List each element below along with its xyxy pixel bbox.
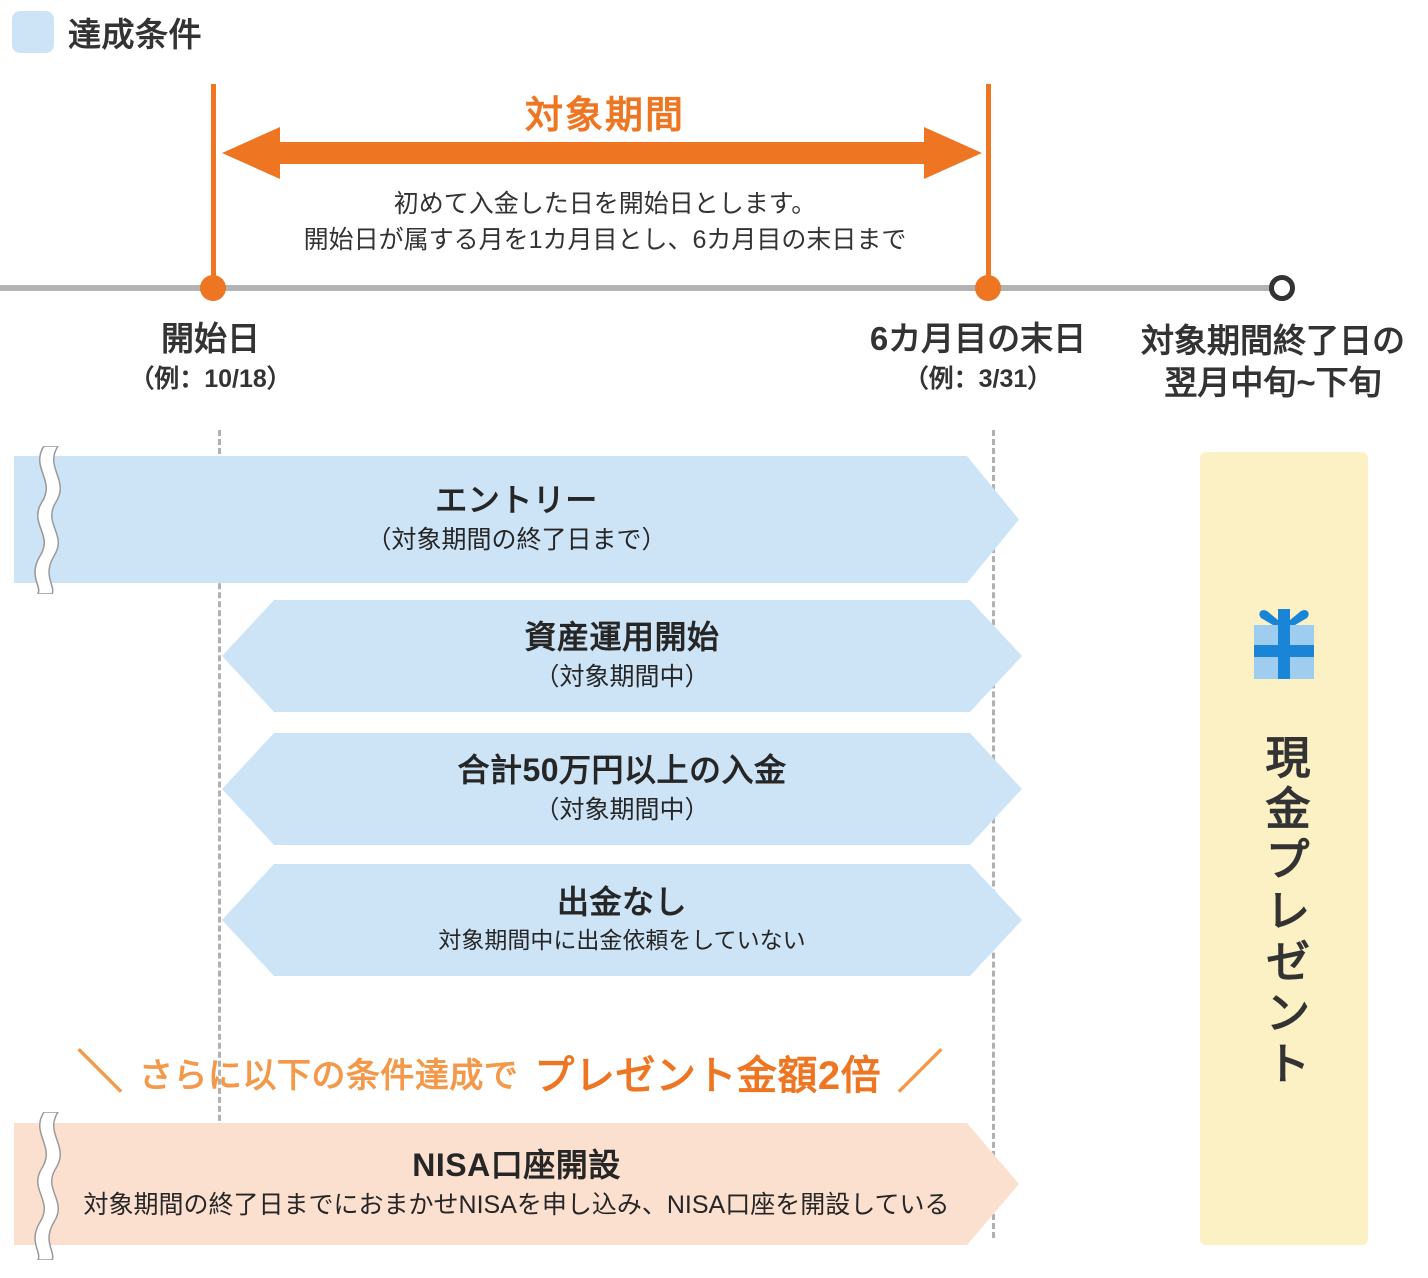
period-description: 初めて入金した日を開始日とします。 開始日が属する月を1カ月目とし、6カ月目の末… <box>190 186 1020 259</box>
condition-bar-deposit: 合計50万円以上の入金 （対象期間中） <box>222 733 1022 845</box>
condition-subtitle: （対象期間中） <box>534 795 710 824</box>
guide-line-start <box>218 430 221 1238</box>
gift-box-icon <box>1251 607 1317 686</box>
period-description-line1: 初めて入金した日を開始日とします。 <box>393 190 817 218</box>
condition-bar-entry: エントリー （対象期間の終了日まで） <box>14 456 1019 583</box>
legend-label: 達成条件 <box>68 16 202 53</box>
timeline-label-payout: 対象期間終了日の 翌月中旬~下旬 <box>1118 320 1428 404</box>
timeline-marker-start-icon <box>200 275 226 301</box>
condition-title: 合計50万円以上の入金 <box>457 751 787 788</box>
timeline-label-start-sub: （例：10/18） <box>129 364 292 393</box>
condition-subtitle: （対象期間中） <box>534 662 710 691</box>
bonus-highlight: プレゼント金額2倍 <box>534 1054 882 1098</box>
reward-label: 現金プレゼント <box>1258 734 1310 1091</box>
condition-subtitle: 対象期間の終了日までにおまかせNISAを申し込み、NISA口座を開設している <box>83 1190 950 1219</box>
timeline-label-end-main: 6カ月目の末日 <box>869 320 1087 357</box>
condition-subtitle: （対象期間の終了日まで） <box>366 526 667 555</box>
bonus-slash-right: ／ <box>897 1046 944 1098</box>
end-stem-line <box>986 84 991 289</box>
guide-line-end <box>992 430 995 1238</box>
bonus-prefix: さらに以下の条件達成で <box>138 1056 519 1095</box>
timeline-label-payout-line1: 対象期間終了日の <box>1141 322 1405 359</box>
timeline-label-end-sub: （例：3/31） <box>903 364 1053 393</box>
condition-bar-no-withdrawal: 出金なし 対象期間中に出金依頼をしていない <box>222 864 1022 976</box>
start-stem-line <box>211 84 216 289</box>
period-description-line2: 開始日が属する月を1カ月目とし、6カ月目の末日まで <box>303 226 907 255</box>
condition-bar-asset-management: 資産運用開始 （対象期間中） <box>222 600 1022 712</box>
timeline-marker-payout-icon <box>1269 275 1295 301</box>
condition-title: エントリー <box>435 482 598 519</box>
condition-title: 資産運用開始 <box>524 618 720 655</box>
legend-swatch-icon <box>12 11 54 53</box>
bonus-headline: ＼ さらに以下の条件達成で プレゼント金額2倍 ／ <box>60 1043 960 1101</box>
legend: 達成条件 <box>12 8 202 56</box>
condition-title: 出金なし <box>556 884 687 921</box>
period-double-arrow-icon <box>222 127 982 179</box>
period-title: 対象期間 <box>524 95 685 137</box>
condition-bar-nisa: NISA口座開設 対象期間の終了日までにおまかせNISAを申し込み、NISA口座… <box>14 1123 1019 1245</box>
timeline-axis <box>0 285 1292 291</box>
bonus-slash-left: ＼ <box>76 1046 123 1098</box>
timeline-label-end: 6カ月目の末日 （例：3/31） <box>840 320 1116 395</box>
condition-subtitle: 対象期間中に出金依頼をしていない <box>438 926 806 953</box>
timeline-label-payout-line2: 翌月中旬~下旬 <box>1164 364 1382 402</box>
timeline-label-start-main: 開始日 <box>161 320 260 357</box>
timeline-marker-end-icon <box>975 275 1001 301</box>
timeline-label-start: 開始日 （例：10/18） <box>63 320 358 395</box>
reward-panel: 現金プレゼント <box>1200 452 1368 1245</box>
condition-title: NISA口座開設 <box>412 1146 621 1183</box>
